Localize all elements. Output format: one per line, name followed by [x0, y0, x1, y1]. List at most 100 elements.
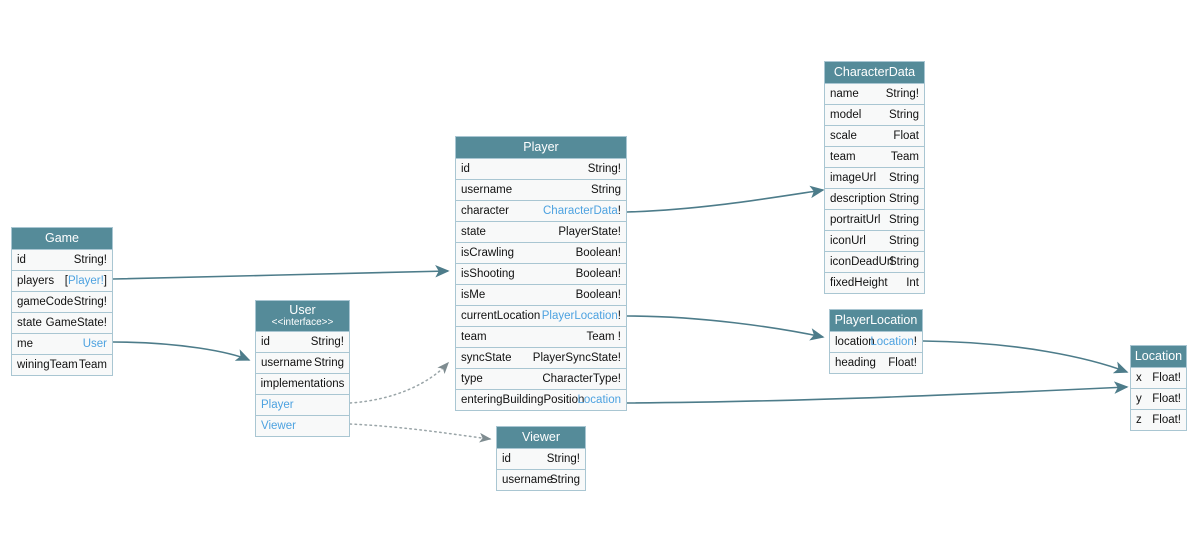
field-name: username — [502, 474, 554, 486]
field-type: CharacterType! — [542, 373, 621, 385]
implementation-name: Viewer — [261, 420, 296, 432]
table-row[interactable]: gameCode String! — [12, 291, 112, 312]
table-row[interactable]: isShooting Boolean! — [456, 263, 626, 284]
implementation-row-viewer[interactable]: Viewer — [256, 415, 349, 436]
table-row[interactable]: id String! — [256, 331, 349, 352]
field-name: currentLocation — [461, 310, 541, 322]
table-row[interactable]: username String — [256, 352, 349, 373]
field-name: x — [1136, 372, 1142, 384]
entity-characterdata-title: CharacterData — [825, 62, 924, 83]
edge-playerlocation-location-location — [922, 340, 1129, 374]
entity-location[interactable]: Location x Float! y Float! z Float! — [1130, 345, 1187, 431]
table-row[interactable]: username String — [456, 179, 626, 200]
table-row[interactable]: isCrawling Boolean! — [456, 242, 626, 263]
field-name: isMe — [461, 289, 486, 301]
field-type: GameState! — [45, 317, 107, 329]
table-row[interactable]: enteringBuildingPosition Location — [456, 389, 626, 410]
table-row[interactable]: model String — [825, 104, 924, 125]
field-name: team — [461, 331, 487, 343]
table-row[interactable]: team Team ! — [456, 326, 626, 347]
field-name: fixedHeight — [830, 277, 888, 289]
field-name: iconUrl — [830, 235, 866, 247]
field-name: z — [1136, 414, 1142, 426]
field-name: iconDeadUrl — [830, 256, 894, 268]
table-row[interactable]: isMe Boolean! — [456, 284, 626, 305]
field-type: Int — [906, 277, 919, 289]
field-type: String! — [587, 163, 621, 175]
field-type: PlayerSyncState! — [532, 352, 621, 364]
implementation-row-player[interactable]: Player — [256, 394, 349, 415]
entity-viewer[interactable]: Viewer id String! username String — [496, 426, 586, 491]
field-name: enteringBuildingPosition — [461, 394, 585, 406]
entity-user-stereotype: <<interface>> — [271, 317, 334, 328]
field-type: Float — [893, 130, 919, 142]
field-name: me — [17, 338, 33, 350]
table-row[interactable]: id String! — [12, 249, 112, 270]
table-row[interactable]: iconDeadUrl String — [825, 251, 924, 272]
field-type: String — [888, 109, 919, 121]
field-name: id — [502, 453, 511, 465]
table-row[interactable]: fixedHeight Int — [825, 272, 924, 293]
table-row[interactable]: id String! — [497, 448, 585, 469]
entity-player[interactable]: Player id String! username String charac… — [455, 136, 627, 411]
table-row[interactable]: heading Float! — [830, 352, 922, 373]
field-type: String — [590, 184, 621, 196]
table-row[interactable]: me User — [12, 333, 112, 354]
edge-game-me-user — [112, 341, 251, 361]
entity-characterdata[interactable]: CharacterData name String! model String … — [824, 61, 925, 294]
table-row[interactable]: type CharacterType! — [456, 368, 626, 389]
implementations-header: implementations — [256, 373, 349, 394]
field-name: type — [461, 373, 483, 385]
edge-player-currentlocation-playerlocation — [626, 315, 825, 341]
table-row[interactable]: id String! — [456, 158, 626, 179]
table-row[interactable]: syncState PlayerSyncState! — [456, 347, 626, 368]
field-type: String — [313, 357, 344, 369]
field-type: String — [888, 193, 919, 205]
implementation-name: Player — [261, 399, 294, 411]
entity-playerlocation[interactable]: PlayerLocation location Location! headin… — [829, 309, 923, 374]
field-name: portraitUrl — [830, 214, 881, 226]
field-type: Boolean! — [575, 247, 621, 259]
field-name: gameCode — [17, 296, 74, 308]
edge-user-player-impl — [349, 361, 450, 404]
field-name: imageUrl — [830, 172, 877, 184]
table-row[interactable]: username String — [497, 469, 585, 490]
table-row[interactable]: description String — [825, 188, 924, 209]
table-row[interactable]: state GameState! — [12, 312, 112, 333]
entity-game-title: Game — [12, 228, 112, 249]
entity-player-title: Player — [456, 137, 626, 158]
table-row[interactable]: x Float! — [1131, 367, 1186, 388]
table-row[interactable]: winingTeam Team — [12, 354, 112, 375]
edge-user-viewer-impl — [349, 423, 492, 443]
entity-user[interactable]: User <<interface>> id String! username S… — [255, 300, 350, 437]
edge-player-enteringbuildingposition-location — [626, 381, 1129, 404]
table-row[interactable]: state PlayerState! — [456, 221, 626, 242]
table-row[interactable]: players [Player!] — [12, 270, 112, 291]
field-type: Float! — [1152, 393, 1181, 405]
entity-game[interactable]: Game id String! players [Player!] gameCo… — [11, 227, 113, 376]
table-row[interactable]: iconUrl String — [825, 230, 924, 251]
field-type: Team — [890, 151, 919, 163]
table-row[interactable]: y Float! — [1131, 388, 1186, 409]
field-name: id — [461, 163, 470, 175]
entity-viewer-title: Viewer — [497, 427, 585, 448]
field-name: scale — [830, 130, 857, 142]
table-row[interactable]: scale Float — [825, 125, 924, 146]
field-name: location — [835, 336, 875, 348]
table-row[interactable]: character CharacterData! — [456, 200, 626, 221]
field-name: id — [261, 336, 270, 348]
table-row[interactable]: name String! — [825, 83, 924, 104]
field-name: heading — [835, 357, 876, 369]
table-row[interactable]: imageUrl String — [825, 167, 924, 188]
table-row[interactable]: location Location! — [830, 331, 922, 352]
table-row[interactable]: currentLocation PlayerLocation! — [456, 305, 626, 326]
table-row[interactable]: z Float! — [1131, 409, 1186, 430]
field-type: String — [888, 172, 919, 184]
field-name: character — [461, 205, 509, 217]
table-row[interactable]: portraitUrl String — [825, 209, 924, 230]
table-row[interactable]: team Team — [825, 146, 924, 167]
field-type: String! — [885, 88, 919, 100]
field-type: PlayerState! — [558, 226, 621, 238]
field-type: String — [888, 214, 919, 226]
